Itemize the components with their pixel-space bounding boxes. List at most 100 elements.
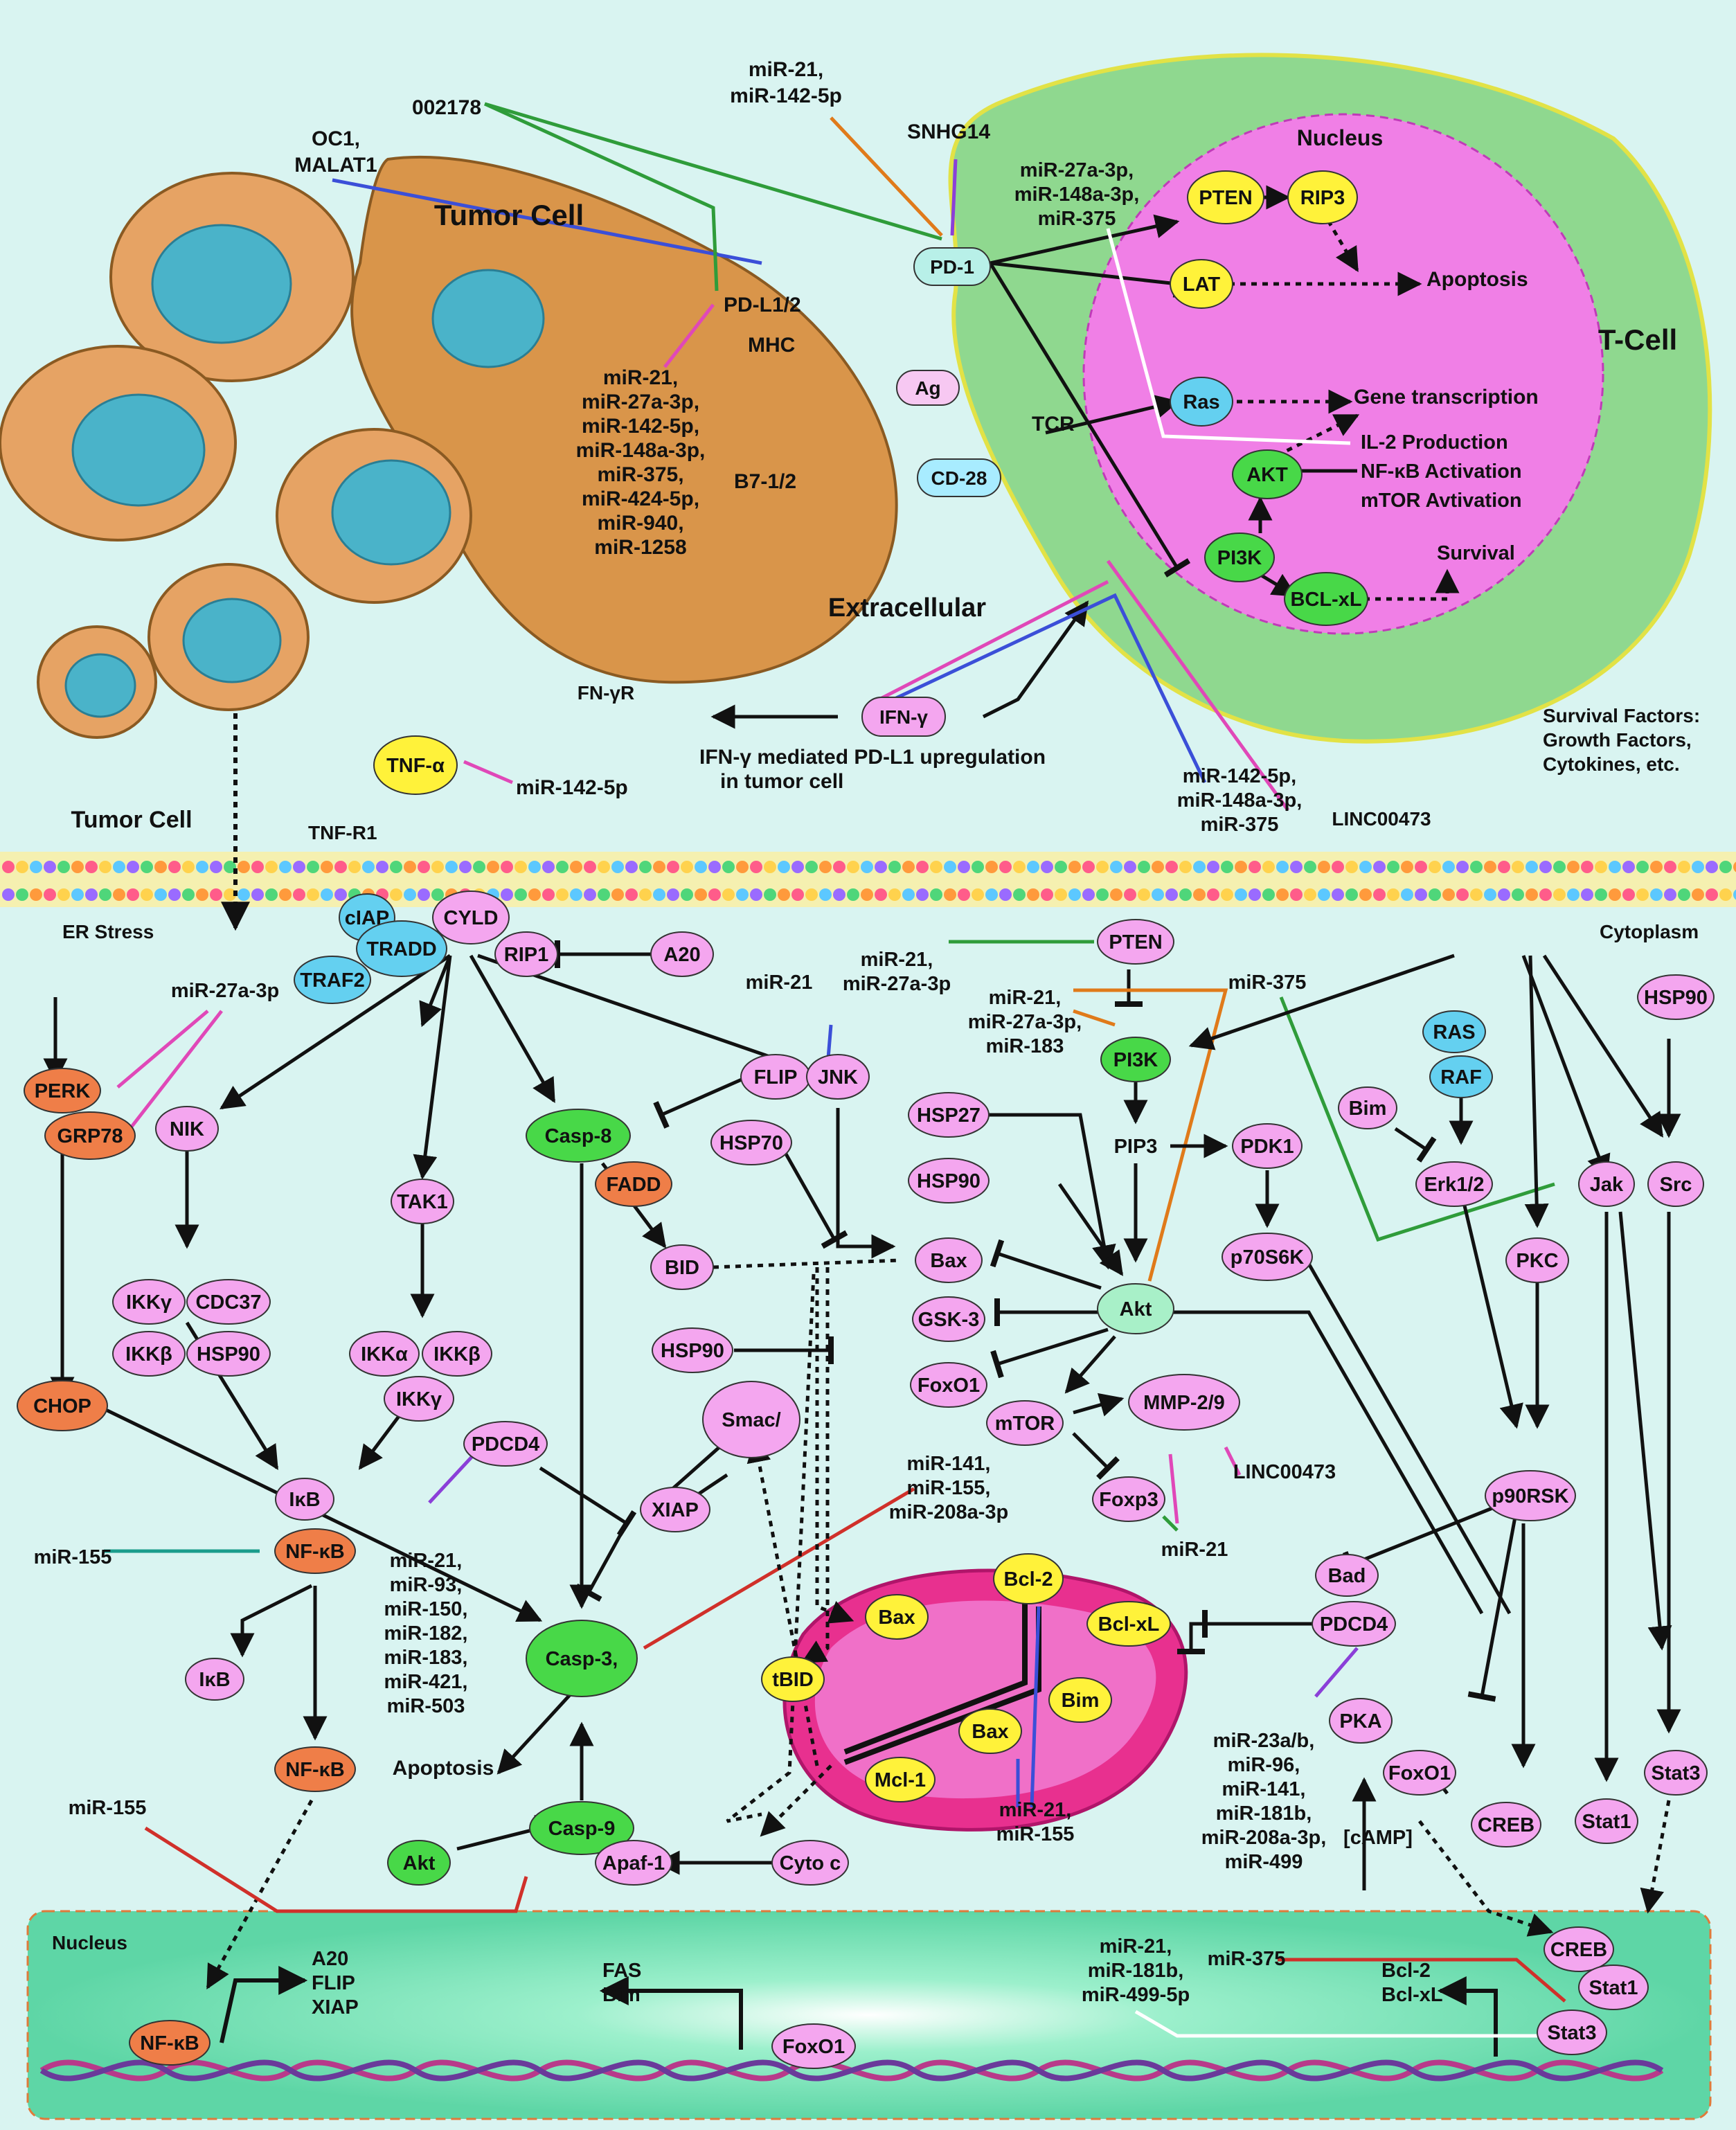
ikkg2-node-label: IKKγ — [396, 1388, 442, 1411]
membrane-bead — [1733, 889, 1736, 900]
membrane-bead — [1179, 888, 1192, 901]
membrane-bead — [1581, 888, 1593, 901]
membrane-bead — [224, 861, 236, 873]
membrane-bead — [1512, 861, 1524, 873]
nuc-foxo1-node: FoxO1 — [771, 2023, 856, 2069]
mir21-pi3k-1: miR-21, — [989, 987, 1062, 1009]
nfkb2-node-label: NF-κB — [285, 1759, 344, 1781]
tradd-down — [419, 955, 452, 1028]
mir155-b-label: miR-155 — [69, 1797, 147, 1819]
ikb-node-label: IκB — [289, 1489, 320, 1511]
membrane-bead — [1096, 861, 1109, 873]
pdl1-label: PD-L1/2 — [724, 294, 801, 316]
membrane-bead — [404, 861, 416, 873]
raf-node-label: RAF — [1440, 1066, 1482, 1089]
membrane-bead — [279, 861, 292, 873]
casp8-node-label: Casp-8 — [545, 1125, 612, 1147]
nucleus-band — [26, 1910, 1712, 2120]
ifng-node-label: IFN-γ — [879, 706, 928, 728]
nucleus-band-label: Nucleus — [52, 1932, 127, 1953]
fadd-node-label: FADD — [607, 1174, 661, 1196]
membrane-bead — [1013, 888, 1026, 901]
membrane-bead — [1124, 888, 1136, 901]
membrane-bead — [57, 888, 70, 901]
tak1-node: TAK1 — [391, 1179, 454, 1224]
membrane-bead — [30, 861, 42, 873]
membrane-bead — [902, 888, 915, 901]
membrane-bead — [1345, 861, 1358, 873]
membrane-bead — [113, 861, 125, 873]
membrane-bead — [1470, 861, 1483, 873]
rip1-node: RIP1 — [494, 931, 558, 977]
membrane-bead — [570, 861, 582, 873]
bid-tbid — [800, 1267, 830, 1664]
membrane-bead — [930, 861, 942, 873]
mito-cytoc — [760, 1764, 832, 1837]
membrane-bead — [1373, 861, 1386, 873]
membrane-bead — [99, 888, 111, 901]
membrane-bead — [85, 888, 98, 901]
membrane-bead — [1082, 888, 1095, 901]
nuc-a20-label: A20 — [312, 1948, 348, 1970]
nfkb-node: NF-κB — [274, 1528, 356, 1574]
pdcd4-node: PDCD4 — [463, 1421, 548, 1467]
membrane-bead — [875, 861, 887, 873]
mirna-item: miR-940, — [597, 512, 683, 535]
tnf-mir-edge — [463, 760, 513, 785]
bclxl-survival — [1364, 569, 1460, 601]
mito-bclxl-node: Bcl-xL — [1086, 1601, 1171, 1647]
membrane-bead — [1415, 888, 1427, 901]
cyld-node: CYLD — [432, 891, 510, 945]
membrane-bead — [542, 888, 555, 901]
creb-node-label: CREB — [1478, 1814, 1534, 1836]
linc-ifng-edge — [1106, 560, 1290, 812]
membrane-bead — [501, 861, 513, 873]
pdcd4b-node: PDCD4 — [1312, 1601, 1396, 1647]
hsp70-node: HSP70 — [710, 1120, 792, 1165]
membrane-bead — [1138, 861, 1150, 873]
mirna-item: miR-142-5p, — [1183, 765, 1296, 787]
camp-label: [cAMP] — [1343, 1827, 1413, 1849]
foxo1-creb — [1418, 1820, 1554, 1937]
tradd-tak1 — [413, 955, 452, 1180]
membrane-bead — [625, 861, 638, 873]
tcell-mir-edge — [1106, 228, 1351, 445]
membrane-bead — [1262, 861, 1275, 873]
membrane-bead — [667, 888, 679, 901]
membrane-bead — [999, 888, 1012, 901]
membrane-bead — [1650, 861, 1663, 873]
membrane-bead — [99, 861, 111, 873]
traf2-node-label: TRAF2 — [300, 969, 364, 992]
survival-factors-1: Survival Factors: — [1543, 705, 1700, 726]
ikb-node: IκB — [275, 1478, 334, 1521]
mir-pd1-1: miR-21, — [749, 58, 823, 81]
membrane-bead — [791, 861, 804, 873]
p90-foxo1 — [1467, 1509, 1519, 1702]
nfkb-node-label: NF-κB — [285, 1541, 344, 1563]
nik-node: NIK — [155, 1106, 219, 1152]
nuc-creb-node-label: CREB — [1550, 1939, 1607, 1961]
ifng-mir-edge — [871, 580, 1109, 705]
jak-node: Jak — [1578, 1161, 1635, 1207]
mir141-2: miR-155, — [907, 1477, 991, 1499]
mito-bcl2-node: Bcl-2 — [993, 1553, 1064, 1604]
jnk-bax — [836, 1108, 896, 1259]
akt-pka — [1170, 1310, 1484, 1615]
membrane-bead — [1318, 861, 1330, 873]
membrane-bead — [251, 861, 264, 873]
t-cell-label: T-Cell — [1598, 323, 1677, 356]
membrane-bead — [1622, 888, 1635, 901]
ikka-node-label: IKKα — [361, 1343, 408, 1366]
nfkb-targets — [220, 1966, 308, 2043]
membrane-bead — [1152, 888, 1164, 901]
membrane-bead — [902, 861, 915, 873]
bcl2-tbid-1 — [843, 1593, 1028, 1755]
membrane-bead — [1567, 861, 1580, 873]
membrane-bead — [238, 861, 250, 873]
membrane-bead — [985, 861, 998, 873]
membrane-bead — [168, 888, 181, 901]
membrane-bead — [307, 861, 319, 873]
membrane-bead — [1276, 861, 1289, 873]
membrane-bead — [390, 888, 402, 901]
src-node: Src — [1647, 1161, 1704, 1207]
